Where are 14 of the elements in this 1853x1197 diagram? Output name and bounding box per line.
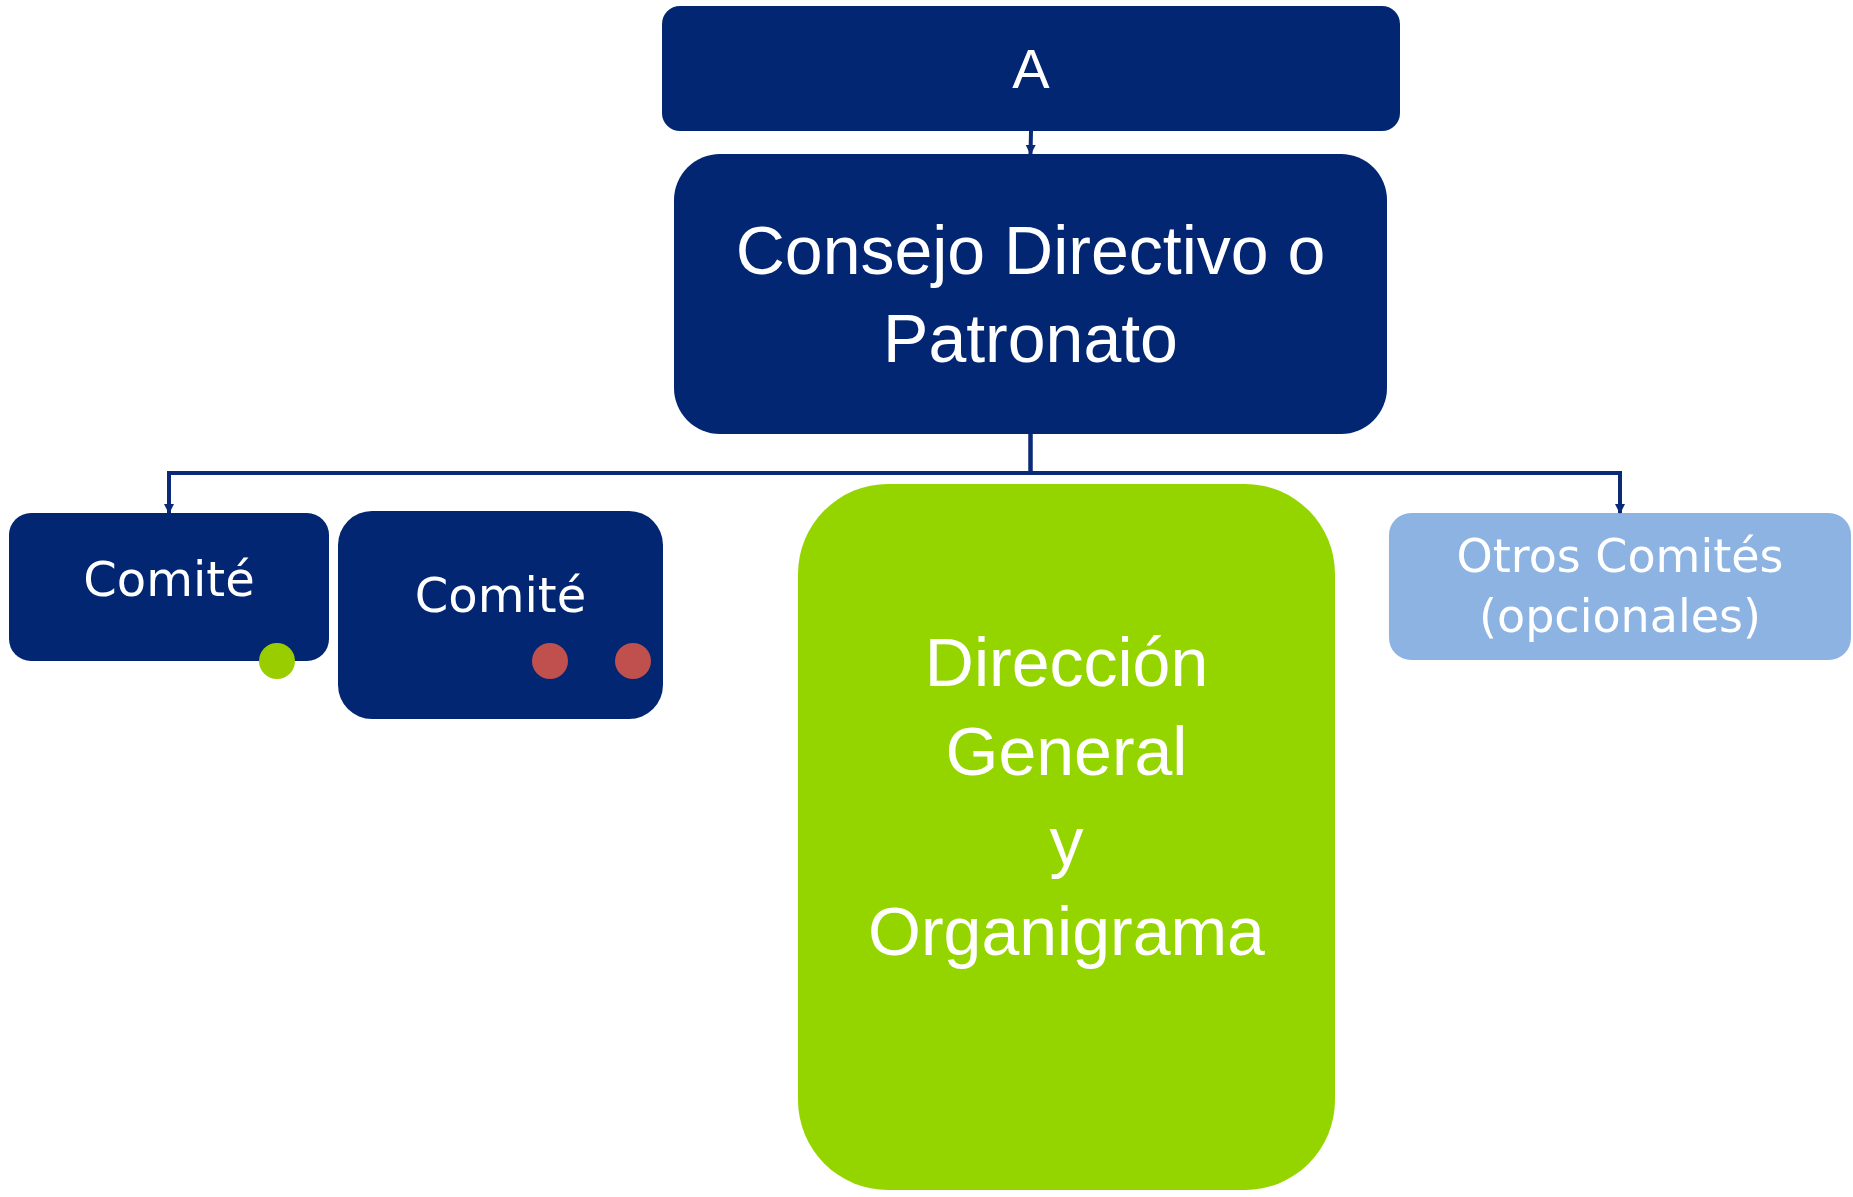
node-label: Dirección General y Organigrama <box>867 622 1266 971</box>
management-box <box>798 484 1335 1190</box>
committee-box <box>9 513 329 661</box>
optional-committees-box <box>1389 513 1851 660</box>
node-label: Comité <box>83 550 255 609</box>
node-label: Otros Comités (opcionales) <box>1455 527 1785 645</box>
title-box <box>662 6 1400 131</box>
board-box <box>674 154 1387 434</box>
node-label: Comité <box>414 566 587 625</box>
node-label: Consejo Directivo o Patronato <box>734 210 1327 378</box>
committee-box <box>338 511 663 719</box>
connector-arrow <box>1028 434 1625 514</box>
node-label: A <box>1012 35 1050 102</box>
connector-arrow <box>1025 130 1036 155</box>
